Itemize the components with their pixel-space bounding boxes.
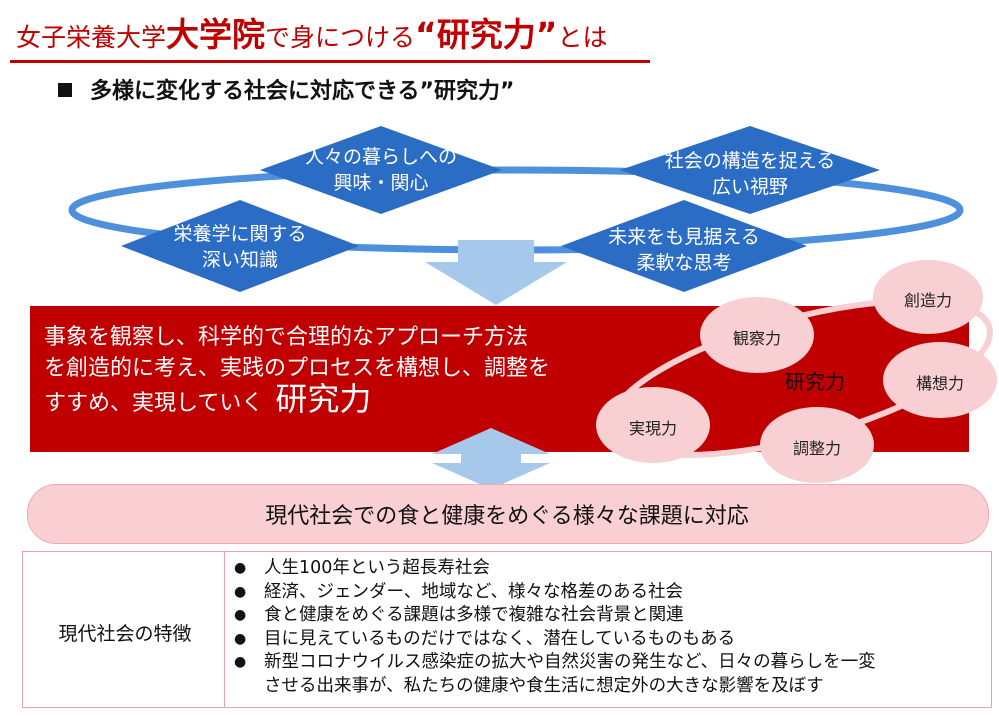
title-close-quote: ” bbox=[535, 15, 558, 54]
title-part-2: 大学院 bbox=[166, 15, 266, 54]
title-underline bbox=[10, 60, 650, 63]
research-definition-text: 事象を観察し、科学的で合理的なアプローチ方法 を創造的に考え、実践のプロセスを構… bbox=[44, 322, 550, 419]
diamond-line: 広い視野 bbox=[711, 176, 788, 198]
cycle-node-label: 創造力 bbox=[903, 291, 952, 310]
cycle-center-label: 研究力 bbox=[785, 370, 845, 394]
circle-observation bbox=[700, 297, 814, 373]
target-text: 現代社会での食と健康をめぐる様々な課題に対応 bbox=[265, 504, 749, 529]
cycle-node-label: 観察力 bbox=[732, 329, 781, 348]
circle-conception bbox=[883, 342, 997, 418]
target-bar bbox=[27, 484, 989, 544]
circle-coordination bbox=[760, 407, 874, 483]
diamond-line: 栄養学に関する bbox=[173, 223, 307, 245]
diamond-label-interest: 人々の暮らしへの 興味・関心 bbox=[271, 144, 491, 196]
title-part-1: 女子栄養大学 bbox=[16, 23, 167, 52]
title-part-4: 研究力 bbox=[436, 15, 536, 54]
list-item: 経済、ジェンダー、地域など、様々な格差のある社会 bbox=[232, 581, 876, 605]
title-open-quote: “ bbox=[415, 15, 437, 54]
features-box bbox=[22, 551, 992, 708]
list-item: 新型コロナウイルス感染症の拡大や自然災害の発生など、日々の暮らしを一変 bbox=[232, 651, 876, 675]
diamond-line: 人々の暮らしへの bbox=[304, 146, 457, 168]
diamond-line: 社会の構造を捉える bbox=[664, 150, 836, 172]
definition-emphasis: 研究力 bbox=[275, 380, 372, 418]
cycle-node-label: 構想力 bbox=[915, 374, 964, 393]
title-part-3: で身につける bbox=[265, 23, 416, 52]
cycle-node-label: 実現力 bbox=[628, 419, 677, 438]
subtitle-text: 多様に変化する社会に対応できる”研究力” bbox=[90, 79, 515, 104]
diamond-line: 深い知識 bbox=[201, 249, 278, 271]
down-arrow-icon bbox=[425, 240, 567, 305]
diamond-line: 柔軟な思考 bbox=[636, 252, 732, 274]
diamond-knowledge bbox=[121, 200, 359, 292]
definition-line: 事象を観察し、科学的で合理的なアプローチ方法 bbox=[44, 325, 529, 350]
list-item: 食と健康をめぐる課題は多様で複雑な社会背景と関連 bbox=[232, 604, 876, 628]
square-bullet-icon bbox=[58, 83, 72, 97]
features-divider bbox=[224, 551, 225, 708]
cycle-node-label: 調整力 bbox=[792, 439, 841, 458]
diamond-label-broad-view: 社会の構造を捉える 広い視野 bbox=[640, 148, 860, 200]
diamond-broad-view bbox=[620, 126, 880, 214]
list-item-continuation: させる出来事が、私たちの健康や食生活に想定外の大きな影響を及ぼす bbox=[264, 675, 824, 696]
subtitle: 多様に変化する社会に対応できる”研究力” bbox=[58, 73, 514, 105]
features-list: 人生100年という超長寿社会 経済、ジェンダー、地域など、様々な格差のある社会 … bbox=[232, 557, 876, 698]
circle-creativity bbox=[873, 260, 983, 334]
circle-realization bbox=[596, 387, 710, 463]
title-part-5: とは bbox=[557, 23, 608, 52]
definition-line: を創造的に考え、実践のプロセスを構想し、調整を bbox=[44, 356, 551, 381]
definition-line: すすめ、実現していく bbox=[44, 391, 264, 416]
diamond-interest bbox=[260, 126, 502, 214]
diamond-flexible-thinking bbox=[561, 200, 807, 292]
diamond-label-knowledge: 栄養学に関する 深い知識 bbox=[130, 221, 350, 273]
diamond-line: 未来をも見据える bbox=[608, 226, 760, 248]
double-arrow-icon bbox=[432, 428, 550, 489]
list-item: 目に見えているものだけではなく、潜在しているものもある bbox=[232, 628, 876, 652]
diamond-line: 興味・関心 bbox=[333, 172, 429, 194]
features-label: 現代社会の特徴 bbox=[58, 623, 192, 645]
list-item: 人生100年という超長寿社会 bbox=[232, 557, 876, 581]
page-title: 女子栄養大学大学院で身につける“研究力”とは bbox=[16, 8, 607, 56]
diamond-label-flexible-thinking: 未来をも見据える 柔軟な思考 bbox=[574, 224, 794, 276]
